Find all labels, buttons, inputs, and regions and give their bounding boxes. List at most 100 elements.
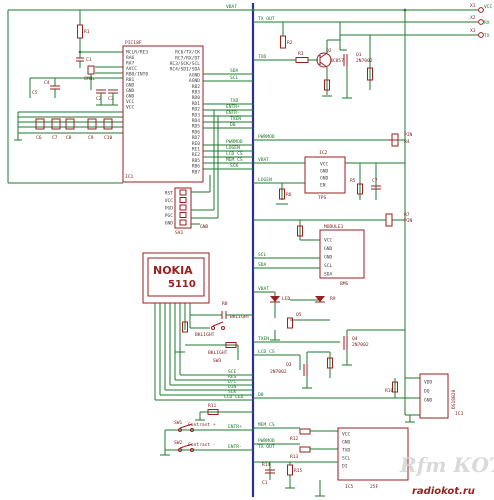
net-label-sda: SDA xyxy=(258,262,267,268)
mcu-right-pins-pin-8: RD0 xyxy=(192,95,201,101)
mcu-right-pins-pin-13: RD5 xyxy=(192,124,201,130)
left-capacitor-bank: C4 C5 C6 C7 C8 C9 C10 xyxy=(14,77,123,141)
q1-type: 2N7002 xyxy=(356,58,373,64)
mcu-right-pins-pin-9: RD1 xyxy=(192,101,201,107)
net-label-sce: SCE xyxy=(228,369,237,375)
net-label-mem-cs: MEM CS xyxy=(258,422,275,428)
sv1-pins-pin-3: PGC xyxy=(165,213,174,219)
mcu-left-pins-pin-6: GND xyxy=(126,83,135,89)
net-label-txen: TXEN xyxy=(258,336,269,342)
sv1-pins-pin-4: GND xyxy=(165,221,174,227)
sv1-pin-pad-3 xyxy=(179,212,187,218)
net-label-txen-mcu: TXEN xyxy=(230,116,241,122)
mcu-reset-network: R1 C1 xyxy=(76,10,123,68)
net-label-scl-mcu: SCL xyxy=(230,75,239,81)
mem-pins-pin-4: DI xyxy=(342,464,348,470)
ic2-pins-pin-1: GND xyxy=(320,169,329,175)
ic3-ref: IC3 xyxy=(455,411,464,417)
sv1-gnd: GND xyxy=(200,224,209,230)
led-driver: VBAT LED R9 Q5 xyxy=(253,286,336,341)
tx-output-stage: TX OUT R2 TXD R3 Q2 BC857 xyxy=(253,16,344,97)
net-label-pwrmod-mem: PWRMOD xyxy=(258,438,275,444)
q2-label: Q2 xyxy=(326,48,332,54)
mcu-ic1: PIC18F IC1 MCLR/RE3RA6RA7AVCCRB0/INT0RB1… xyxy=(122,40,204,183)
mcu-right-pins-pin-20: RB6 xyxy=(192,164,201,170)
q1-label: Q1 xyxy=(356,52,362,58)
vcc-terminal-label: VCC xyxy=(484,4,493,10)
q4-type: 2N7002 xyxy=(352,342,369,348)
net-label-tx-out: TX OUT xyxy=(258,16,275,22)
mcu-right-pins-pin-7: RB3 xyxy=(192,90,201,96)
net-label-sda-mcu: SDA xyxy=(230,68,239,74)
net-label-entr-plus: ENTR+ xyxy=(228,424,242,430)
q1-mosfet: Q1 2N7002 xyxy=(339,22,373,99)
x2-label: X2 xyxy=(470,15,476,21)
c2-label: C2 xyxy=(96,96,102,102)
vbat-rail: VBAT xyxy=(7,4,470,184)
mem-ref: IC5 xyxy=(345,484,354,490)
mcu-left-pins-pin-3: AVCC xyxy=(126,66,137,72)
mcu-bus-connections: SDA SCL TXD ENTR+ ENTR- TXEN D0 PWRMOD L… xyxy=(203,68,253,170)
s2-function: Contrast - xyxy=(188,442,216,448)
net-label-entr-minus-mcu: ENTR- xyxy=(226,110,240,116)
mcu-name: PIC18F xyxy=(125,40,142,46)
r1-label: R1 xyxy=(84,29,90,35)
net-label-lcd-cs-mcu: LCD CS xyxy=(226,151,243,157)
r3-label: R3 xyxy=(298,51,304,57)
c7-label: C7 xyxy=(52,135,58,141)
txen-switch-q4: TXEN Q4 2N7002 LCD CS Q3 2N7002 xyxy=(253,329,405,389)
mcu-right-pins-pin-18: RE2 xyxy=(192,152,201,158)
net-label-mem-cs-mcu: MEM CS xyxy=(226,157,243,163)
net-label-txd-mcu: TXD xyxy=(230,98,239,104)
sv1-pin-pad-0 xyxy=(179,189,187,196)
net-label-vbat-mid: VBAT xyxy=(258,157,269,163)
mcu-left-pins-pin-8: GND xyxy=(126,94,135,100)
net-label-entr-minus: ENTR- xyxy=(228,444,242,450)
ic3-name: DS18B20 xyxy=(451,389,457,409)
mcu-right-pins-pin-10: RD2 xyxy=(192,107,201,113)
net-label-res: RES xyxy=(228,374,237,380)
q5-label: Q5 xyxy=(296,312,302,318)
mcu-left-pins-pin-9: VCC xyxy=(126,99,135,105)
mcu-right-pins-pin-0: RC6/TX/CK xyxy=(175,50,200,56)
lcd-backlight: R8 BKLIGHT BKLIGHT BKLIGHT SW3 xyxy=(175,301,253,364)
r11-label: R11 xyxy=(208,403,217,409)
sv1-pins-pin-0: RST xyxy=(165,191,174,197)
net-label-vbat-led: VBAT xyxy=(258,286,269,292)
mem-pins-pin-0: VCC xyxy=(342,432,351,438)
mcu-right-pins-pin-5: AGND xyxy=(189,78,200,84)
mcu-right-pins-pin-4: AGND xyxy=(189,72,200,78)
s1-function: Contrast + xyxy=(188,422,216,428)
bklight-ref: BKLIGHT xyxy=(208,350,228,356)
ferrite2-label: PIN xyxy=(404,218,413,224)
mem-name: 25F xyxy=(370,484,379,490)
c5-label: C5 xyxy=(32,90,38,96)
net-label-d0: D0 xyxy=(258,392,264,398)
mcu-left-pins-pin-1: RA6 xyxy=(126,55,135,61)
mcu-left-pin-list: MCLR/RE3RA6RA7AVCCRB0/INT0RB1GNDGNDGNDVC… xyxy=(126,50,148,111)
sv1-pins-pin-1: VCC xyxy=(165,198,174,204)
net-label-sck-lcd: SCK xyxy=(228,389,237,395)
net-label-entr-plus-mcu: ENTR+ xyxy=(226,104,240,110)
bklight-small-label: BKLIGHT xyxy=(230,314,250,320)
c9-label: C9 xyxy=(88,135,94,141)
mcu-right-pins-pin-17: RE1 xyxy=(192,147,201,153)
led-label: LED xyxy=(282,296,291,302)
net-label-lcd-led: LCD LED xyxy=(224,394,244,400)
sv1-pin-pad-4 xyxy=(179,219,187,226)
c6-label: C6 xyxy=(36,135,42,141)
module-ref: MODULE1 xyxy=(324,224,344,230)
bklight-switch-label: BKLIGHT xyxy=(195,332,215,338)
r9-label: R9 xyxy=(330,296,336,302)
r15-label: R15 xyxy=(294,468,303,474)
mcu-left-pins-pin-4: RB0/INT0 xyxy=(126,72,148,78)
mcu-left-pins-pin-10: VCC xyxy=(126,105,135,111)
net-label-txd: TXD xyxy=(258,54,267,60)
c3-label: C3 xyxy=(108,96,114,102)
xtal-label: 8MHz xyxy=(84,76,95,82)
tx-terminal-label: TX xyxy=(484,33,490,39)
mcu-right-pins-pin-15: RD7 xyxy=(192,135,201,141)
r10-label: R10 xyxy=(385,388,394,394)
